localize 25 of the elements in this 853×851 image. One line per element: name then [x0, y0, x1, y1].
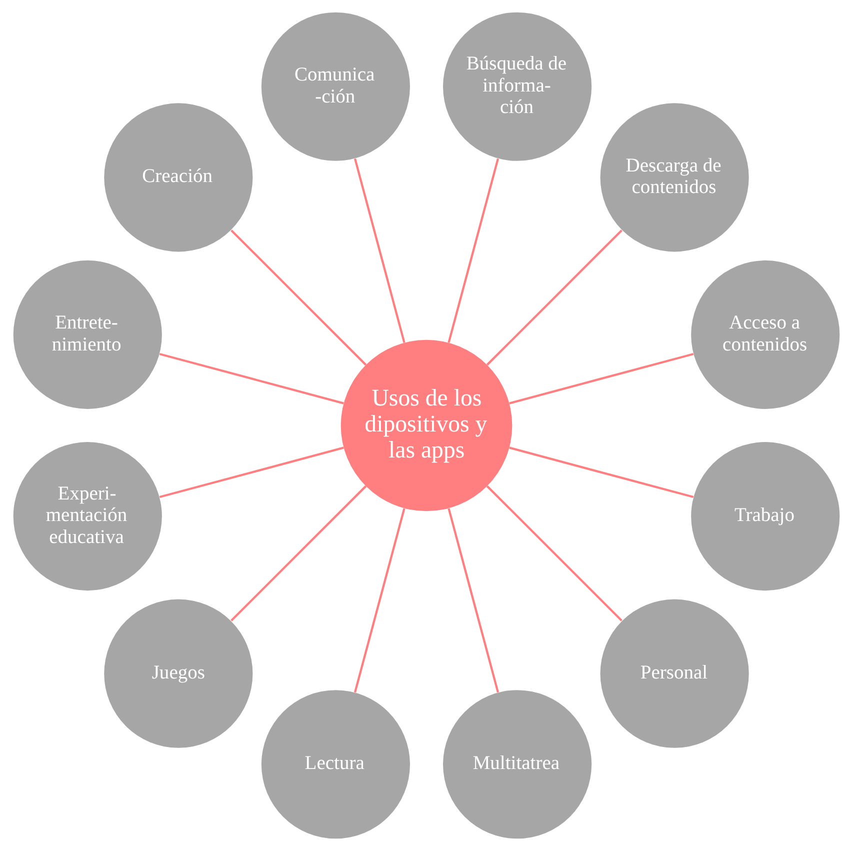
node-circle: Multitatrea: [443, 690, 592, 839]
connector: [509, 446, 694, 498]
connector: [159, 446, 344, 498]
connector: [230, 485, 367, 622]
node-circle: Comunica -ción: [261, 12, 410, 161]
node-circle: Trabajo: [691, 442, 840, 591]
connector: [448, 158, 500, 343]
node-circle: Acceso a contenidos: [691, 260, 840, 409]
node-circle: Entrete- nimiento: [13, 260, 162, 409]
node-circle: Creación: [104, 103, 253, 252]
connector: [354, 158, 406, 343]
node-circle: Experi- mentación educativa: [13, 442, 162, 591]
node-circle: Lectura: [261, 690, 410, 839]
connector: [486, 230, 622, 366]
connector: [159, 352, 344, 404]
connector: [448, 508, 500, 693]
connector: [486, 485, 622, 622]
connector: [509, 352, 694, 404]
node-circle: Juegos: [104, 599, 253, 748]
node-circle: Usos de los dipositivos y las apps: [340, 340, 512, 512]
connector: [230, 230, 367, 366]
connector: [354, 508, 406, 693]
node-circle: Personal: [600, 599, 749, 748]
node-circle: Descarga de contenidos: [600, 103, 749, 252]
node-circle: Búsqueda de informa- ción: [443, 12, 592, 161]
